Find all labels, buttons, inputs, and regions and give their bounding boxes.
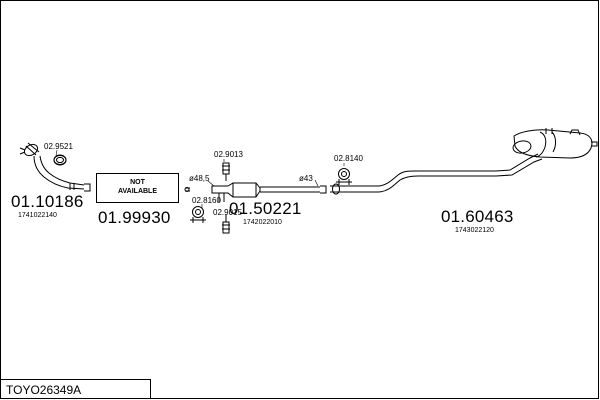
oem-number-rear-silencer: 1743022120	[455, 227, 494, 234]
part-number-front-pipe: 01.10186	[11, 192, 84, 211]
dimension-label-48-5: ø48,5	[189, 174, 210, 183]
part-number-rear-silencer: 01.60463	[441, 207, 514, 226]
oem-number-middle-silencer: 1742022010	[243, 219, 282, 226]
gasket-9521-drawing	[53, 155, 67, 165]
clamp-9013-drawing	[222, 162, 230, 181]
not-available-label: NOT AVAILABLE	[117, 179, 158, 195]
oem-number-front-pipe: 1741022140	[18, 212, 57, 219]
not-available-box: NOT AVAILABLE	[96, 173, 179, 203]
part-number-catalyst: 01.99930	[98, 208, 171, 227]
accessory-label-9013: 02.9013	[214, 150, 243, 159]
hanger-8140-drawing	[336, 168, 352, 185]
accessory-label-9521: 02.9521	[44, 142, 73, 151]
dimension-label-43: ø43	[299, 174, 313, 183]
rear-section-drawing	[330, 128, 598, 195]
clamp-9015-drawing	[222, 215, 230, 234]
accessory-label-8140: 02.8140	[334, 154, 363, 163]
diagram-id: TOYO26349A	[6, 383, 82, 397]
diagram-id-box: TOYO26349A	[0, 379, 151, 399]
part-number-middle-silencer: 01.50221	[229, 199, 302, 218]
accessory-label-8160: 02.8160	[192, 196, 221, 205]
accessory-label-9015: 02.9015	[213, 208, 242, 217]
hanger-8160-drawing	[190, 206, 206, 223]
middle-silencer-drawing	[184, 182, 327, 202]
